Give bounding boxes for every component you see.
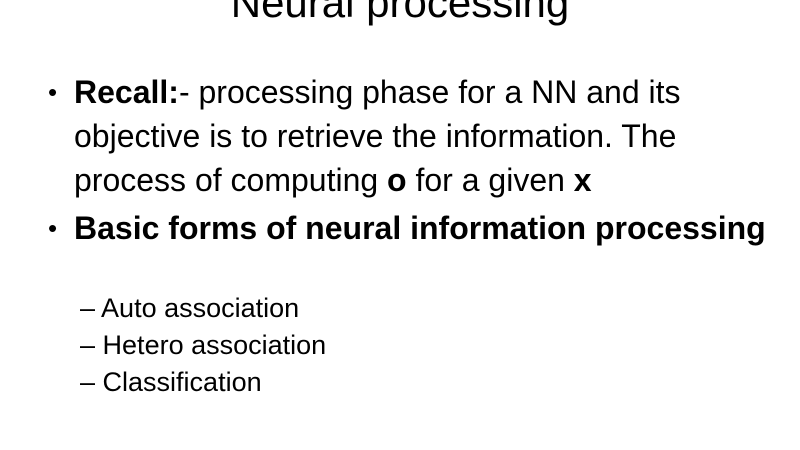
list-item-hetero-association: – Hetero association (80, 327, 326, 364)
list-item-label: Hetero association (102, 330, 327, 360)
basic-forms-heading: Basic forms of neural information proces… (74, 210, 766, 246)
list-item-classification: – Classification (80, 364, 326, 401)
list-item-label: Auto association (101, 293, 300, 323)
slide-title: Neural processing (230, 0, 570, 26)
recall-term: Recall: (74, 74, 179, 110)
dash-marker: – (80, 367, 96, 397)
list-item-label: Classification (102, 367, 262, 397)
recall-text-part1: - processing phase for a NN and its obje… (74, 74, 681, 198)
processing-forms-list: – Auto association – Hetero association … (80, 290, 326, 401)
bullet-basic-forms: • Basic forms of neural information proc… (48, 206, 774, 250)
bullet-marker: • (48, 213, 58, 243)
dash-marker: – (80, 330, 96, 360)
list-item-auto-association: – Auto association (80, 290, 326, 327)
dash-marker: – (80, 293, 96, 323)
recall-text-part2: for a given (406, 162, 574, 198)
bullet-recall: • Recall:- processing phase for a NN and… (48, 70, 774, 202)
symbol-o: o (387, 162, 407, 198)
bullet-marker: • (48, 77, 58, 107)
symbol-x: x (573, 162, 592, 198)
